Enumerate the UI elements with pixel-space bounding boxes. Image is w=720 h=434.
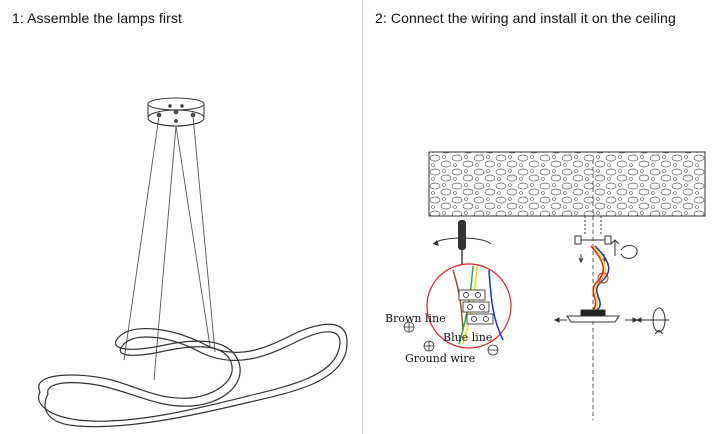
step-2-title: 2: Connect the wiring and install it on …: [375, 10, 676, 26]
ceiling-slab: [428, 151, 706, 217]
ground-wire-label: Ground wire: [405, 352, 475, 365]
brown-line-label: Brown line: [385, 312, 446, 325]
pendant-lamp-illustration: [38, 97, 348, 428]
rotate-arrow-icon: [610, 239, 638, 259]
step-2-panel: 2: Connect the wiring and install it on …: [363, 0, 720, 434]
side-screw-rotate-icon: [635, 307, 669, 335]
step-1-title: 1: Assemble the lamps first: [12, 10, 182, 26]
lamp-canopy: [566, 309, 620, 323]
power-cable: [590, 245, 610, 311]
panel-divider: [362, 0, 363, 434]
polarity-symbols: [403, 321, 499, 356]
terminal-block-detail: [426, 263, 512, 349]
fixing-screws: [553, 317, 639, 323]
lamp-ring: [38, 323, 348, 428]
wiring-installation-illustration: Brown line Blue line Ground wire: [385, 151, 706, 420]
blue-line-label: Blue line: [443, 331, 492, 344]
step-1-panel: 1: Assemble the lamps first: [12, 10, 348, 428]
ceiling-canopy: [147, 97, 205, 127]
